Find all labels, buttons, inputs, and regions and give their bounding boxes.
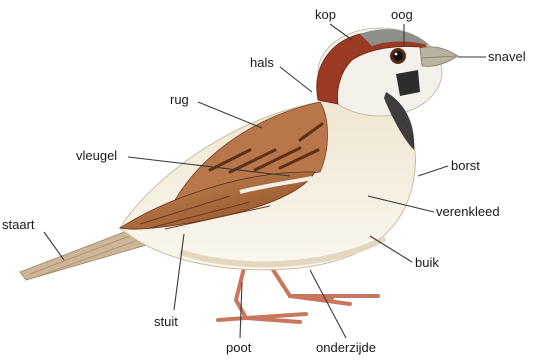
label-stuit: stuit — [154, 315, 178, 328]
leader-borst — [418, 166, 448, 176]
leader-buik — [370, 236, 412, 262]
leader-hals — [280, 67, 312, 92]
label-buik: buik — [415, 256, 439, 269]
leader-staart — [44, 232, 64, 260]
label-snavel: snavel — [488, 50, 526, 63]
label-oog: oog — [391, 8, 413, 21]
eye-glint — [395, 53, 398, 56]
label-rug: rug — [170, 93, 189, 106]
label-poot: poot — [226, 341, 251, 354]
label-borst: borst — [451, 159, 480, 172]
label-onderzijde: onderzijde — [316, 341, 376, 354]
label-staart: staart — [2, 218, 35, 231]
label-vleugel: vleugel — [76, 149, 117, 162]
eye — [393, 51, 403, 61]
label-hals: hals — [250, 56, 274, 69]
label-verenkleed: verenkleed — [436, 205, 500, 218]
throat — [396, 70, 420, 96]
label-kop: kop — [315, 8, 336, 21]
leader-rug — [198, 102, 262, 128]
